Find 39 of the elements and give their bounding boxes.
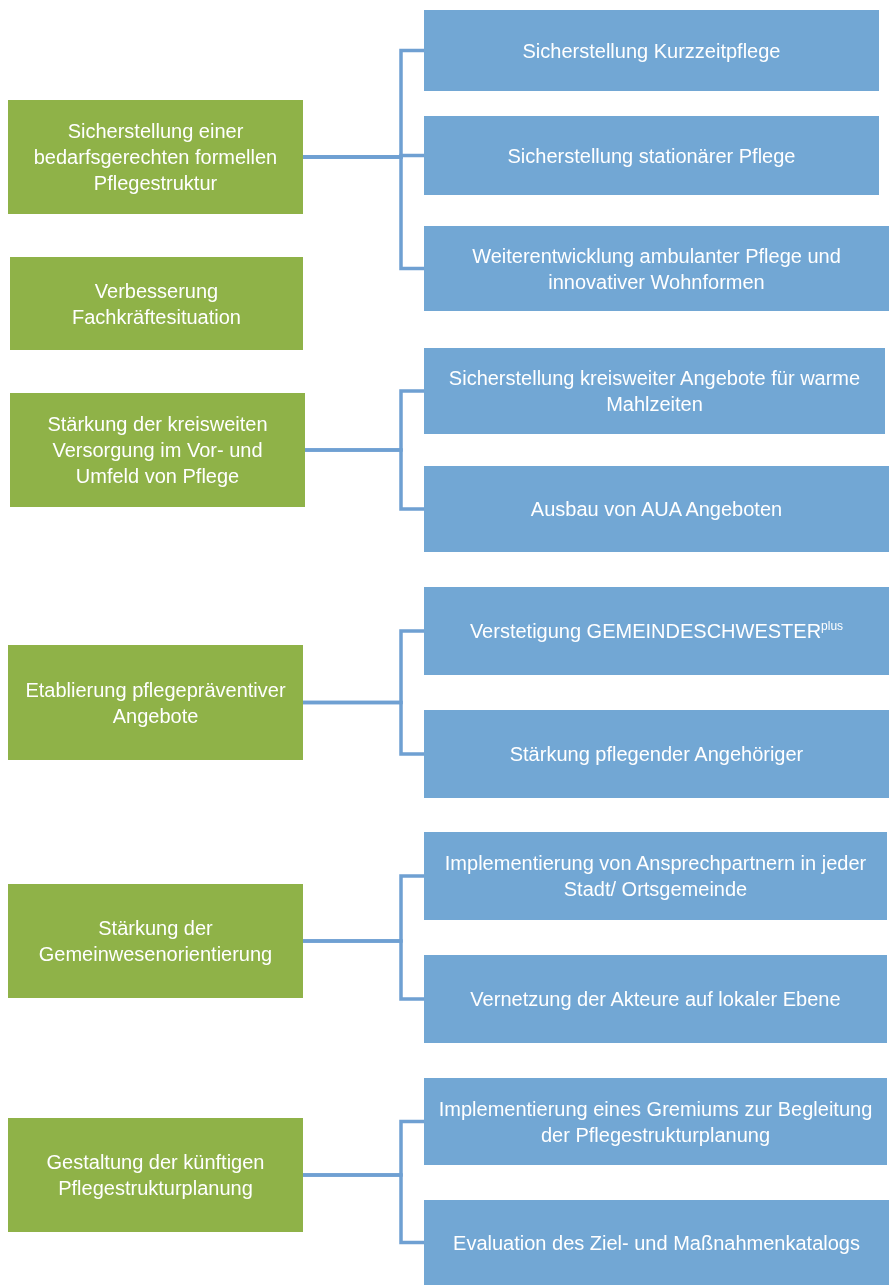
bracket-connector bbox=[303, 155, 424, 271]
box-label: Verbesserung Fachkräftesituation bbox=[71, 278, 242, 330]
measure-box bbox=[424, 10, 879, 91]
measure-box bbox=[424, 587, 889, 675]
goal-box bbox=[8, 645, 303, 760]
box-label: Gestaltung der künftigen Pflegestrukturplanung bbox=[45, 1150, 266, 1201]
box-label: Evaluation des Ziel- und Maßnahmenkatalogs bbox=[453, 1230, 860, 1256]
box-label: Stärkung pflegender Angehöriger bbox=[509, 742, 804, 767]
measure-box bbox=[424, 832, 887, 920]
box-label: Stärkung der Gemeinwesenorientierung bbox=[37, 916, 274, 967]
measure-box bbox=[424, 348, 885, 434]
measure-box bbox=[424, 710, 889, 798]
bracket-connector bbox=[303, 939, 424, 1001]
box-label: Etablierung pflegepräventiver Angebote bbox=[24, 677, 287, 729]
goal-box bbox=[10, 393, 305, 507]
measure-box bbox=[424, 116, 879, 195]
goal-box bbox=[8, 884, 303, 998]
box-label: Stärkung der kreisweiten Versorgung im Vor- und Umfeld von Pflege bbox=[46, 412, 269, 489]
box-label: Sicherstellung Kurzzeitpflege bbox=[522, 38, 781, 64]
bracket-connector bbox=[303, 700, 424, 756]
goal-box bbox=[8, 100, 303, 214]
measure-box bbox=[424, 466, 889, 552]
box-label: Sicherstellung einer bedarfsgerechten formellen Pflegestruktur bbox=[32, 119, 279, 196]
box-label: Implementierung eines Gremiums zur Begleitung der Pflegestrukturplanung bbox=[437, 1096, 874, 1148]
box-label: Sicherstellung kreisweiter Angebote für warme Mahlzeiten bbox=[447, 366, 862, 417]
box-label: Vernetzung der Akteure auf lokaler Ebene bbox=[470, 987, 841, 1012]
goal-box bbox=[8, 1118, 303, 1232]
goal-box bbox=[10, 257, 303, 350]
box-label: Implementierung von Ansprechpartnern in jeder Stadt/ Ortsgemeinde bbox=[443, 851, 868, 902]
box-label: Weiterentwicklung ambulanter Pflege und innovativer Wohnformen bbox=[471, 243, 842, 295]
bracket-connector bbox=[303, 1173, 424, 1245]
measure-box bbox=[424, 1078, 887, 1165]
box-label: Ausbau von AUA Angeboten bbox=[530, 497, 783, 522]
box-label: Sicherstellung stationärer Pflege bbox=[507, 143, 796, 169]
measure-box bbox=[424, 955, 887, 1043]
box-label: Verstetigung GEMEINDESCHWESTER$^{plus}$ bbox=[469, 618, 844, 644]
measure-box bbox=[424, 1200, 889, 1285]
bracket-connector bbox=[305, 448, 424, 511]
measure-box bbox=[424, 226, 889, 311]
